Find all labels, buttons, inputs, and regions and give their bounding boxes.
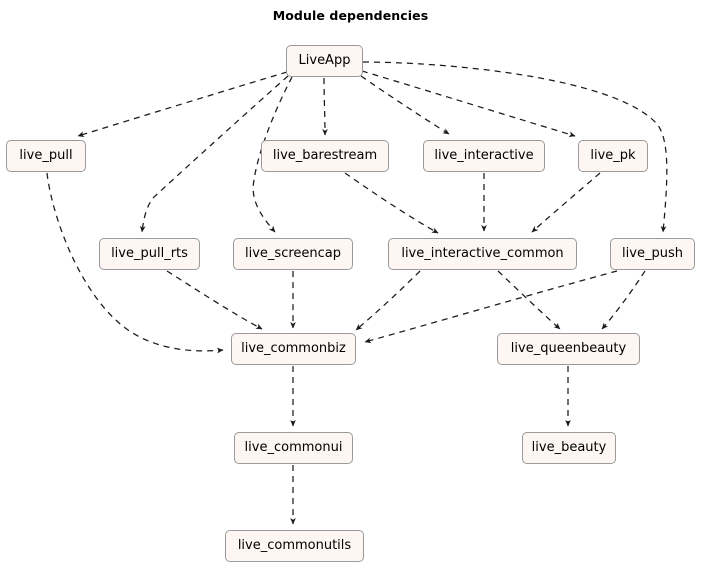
node-label: live_screencap bbox=[245, 246, 341, 261]
node-live_queenbeauty[interactable]: live_queenbeauty bbox=[497, 333, 640, 365]
node-label: live_barestream bbox=[272, 148, 378, 163]
node-live_push[interactable]: live_push bbox=[610, 238, 695, 270]
node-label: live_interactive_common bbox=[401, 246, 564, 261]
node-liveapp[interactable]: LiveApp bbox=[286, 45, 363, 77]
node-label: live_pull bbox=[19, 148, 73, 163]
node-label: live_queenbeauty bbox=[510, 341, 627, 356]
node-label: live_push bbox=[622, 246, 683, 261]
node-live_screencap[interactable]: live_screencap bbox=[233, 238, 353, 270]
node-label: live_commonbiz bbox=[241, 341, 346, 356]
node-live_commonui[interactable]: live_commonui bbox=[234, 432, 353, 464]
node-live_pull[interactable]: live_pull bbox=[6, 140, 86, 172]
page-title: Module dependencies bbox=[272, 8, 429, 23]
node-live_beauty[interactable]: live_beauty bbox=[522, 432, 616, 464]
node-live_interactive_common[interactable]: live_interactive_common bbox=[388, 238, 577, 270]
node-live_interactive[interactable]: live_interactive bbox=[423, 140, 545, 172]
node-live_commonutils[interactable]: live_commonutils bbox=[225, 530, 364, 562]
node-label: live_pull_rts bbox=[111, 246, 188, 261]
node-live_barestream[interactable]: live_barestream bbox=[261, 140, 389, 172]
node-label: live_pk bbox=[590, 148, 636, 163]
node-label: live_commonutils bbox=[237, 538, 352, 553]
node-live_pull_rts[interactable]: live_pull_rts bbox=[99, 238, 200, 270]
node-live_commonbiz[interactable]: live_commonbiz bbox=[231, 333, 356, 365]
node-live_pk[interactable]: live_pk bbox=[578, 140, 648, 172]
node-label: live_interactive bbox=[434, 148, 534, 163]
node-label: live_beauty bbox=[531, 440, 607, 455]
node-label: live_commonui bbox=[244, 440, 343, 455]
node-label: LiveApp bbox=[298, 53, 351, 68]
